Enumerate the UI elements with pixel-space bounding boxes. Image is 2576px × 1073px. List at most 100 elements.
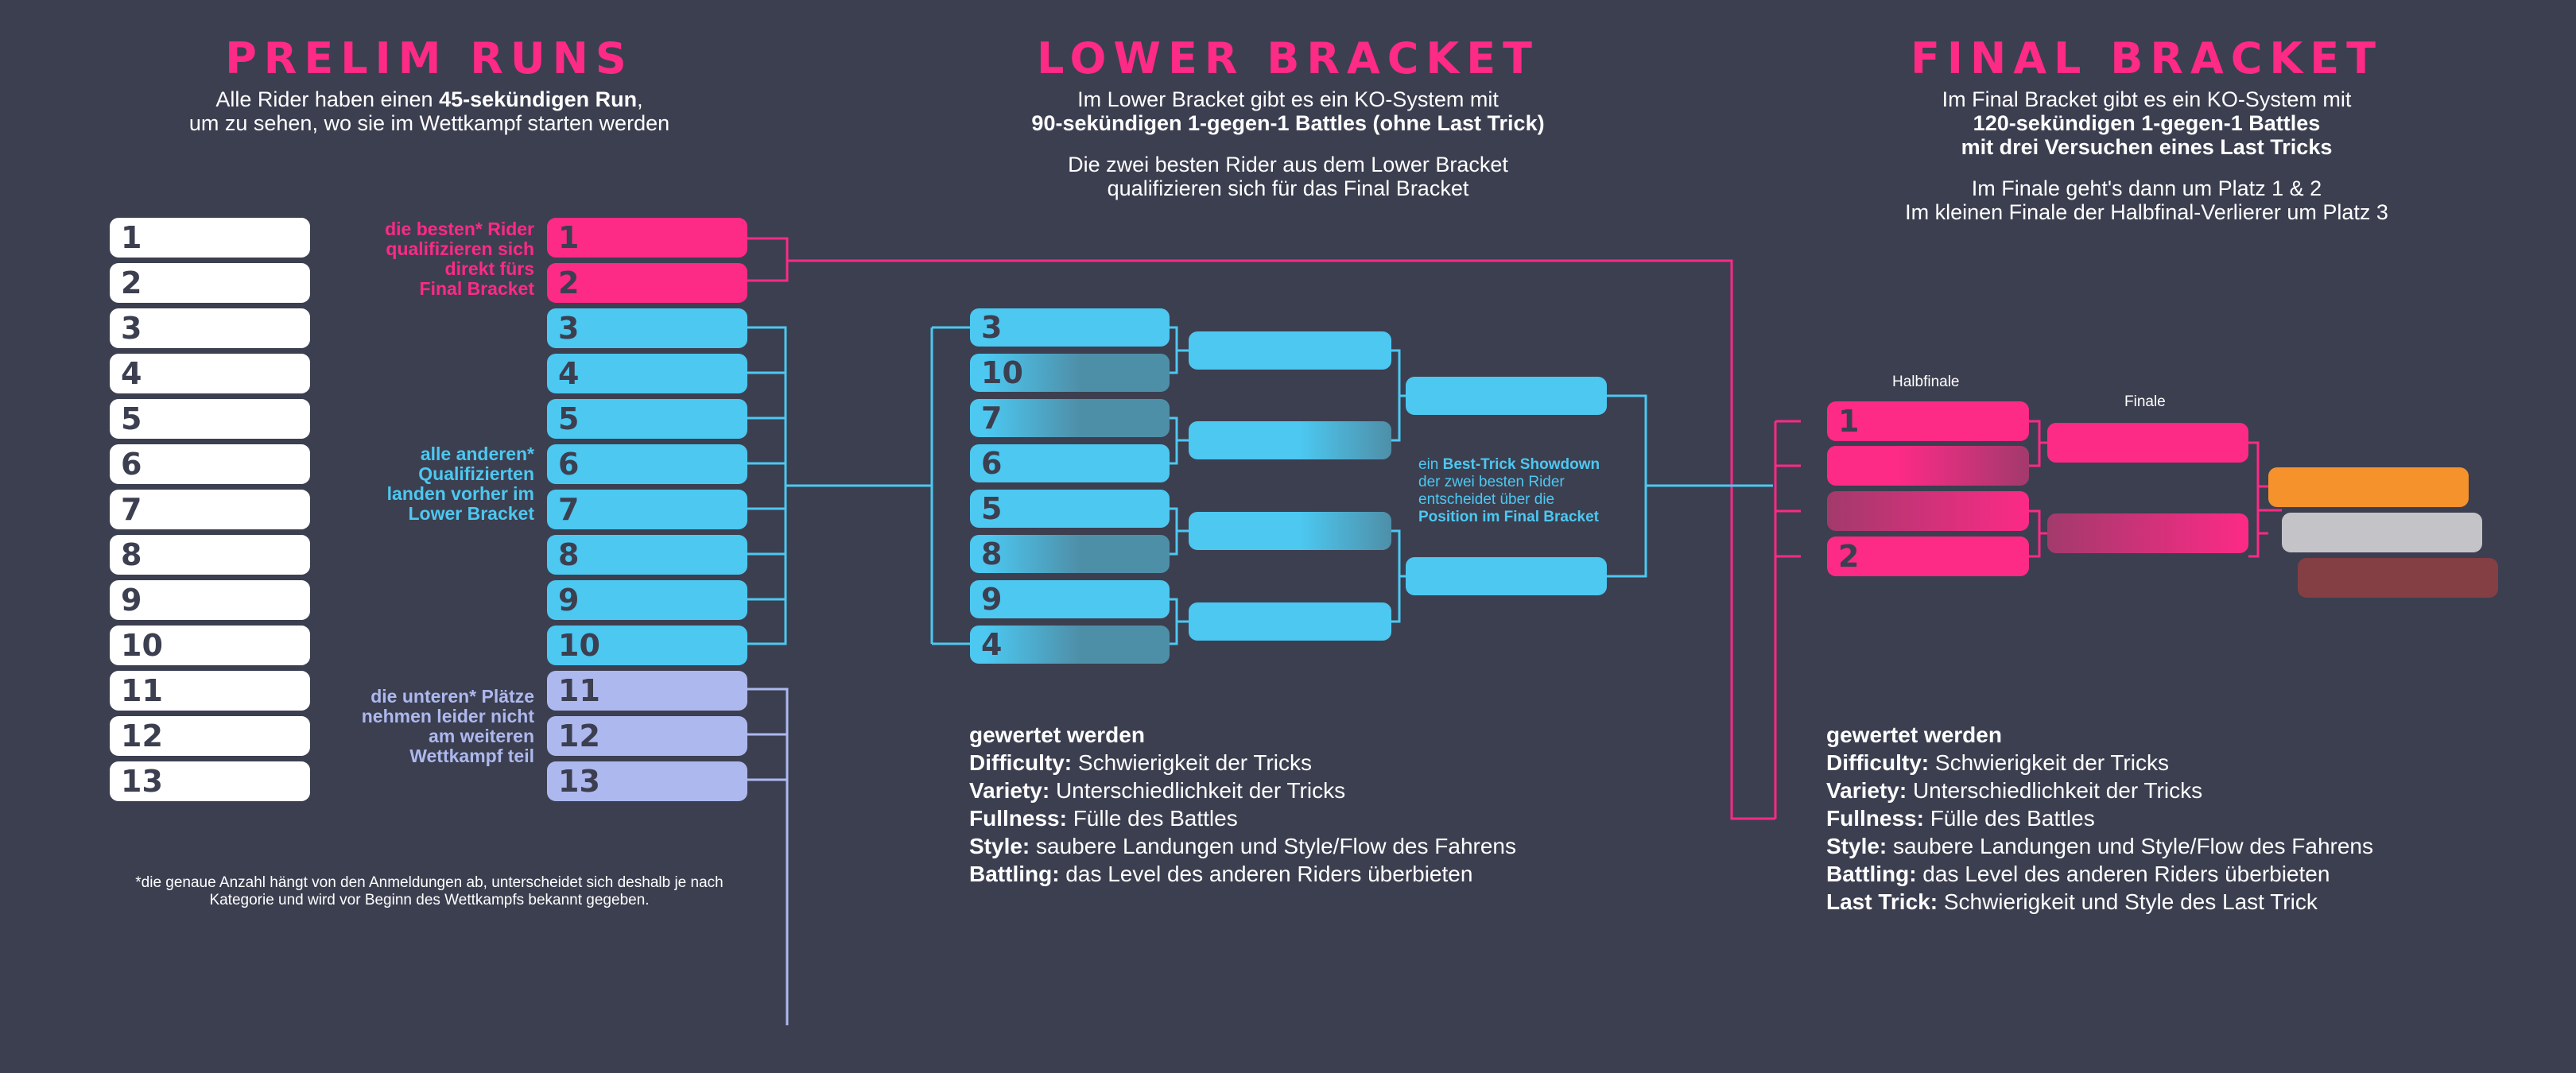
- final-desc-line2: 120-sekündigen 1-gegen-1 Battles: [1973, 111, 2321, 135]
- final-semi-box: [1827, 446, 2029, 486]
- qualified-box: 13: [547, 761, 747, 801]
- showdown-line3: entscheidet über die: [1418, 491, 1555, 508]
- lower-desc-line4: qualifizieren sich für das Final Bracket: [1107, 176, 1469, 200]
- label-line: die besten* Rider: [385, 219, 534, 239]
- criteria-value: saubere Landungen und Style/Flow des Fah…: [1030, 834, 1516, 858]
- criteria-key: Fullness:: [969, 806, 1067, 831]
- prelim-title: PRELIM RUNS: [225, 33, 634, 83]
- criteria-value: saubere Landungen und Style/Flow des Fah…: [1887, 834, 2373, 858]
- showdown-a: ein: [1418, 456, 1443, 473]
- final-desc-line3: mit drei Versuchen eines Last Tricks: [1961, 135, 2333, 159]
- qualified-box: 9: [547, 580, 747, 620]
- label-lower-places: die unteren* Plätze nehmen leider nicht …: [302, 687, 534, 766]
- rank-box: 13: [110, 761, 310, 801]
- qualified-box: 3: [547, 308, 747, 348]
- rank-box: 4: [110, 354, 310, 393]
- criteria-value: Fülle des Battles: [1066, 806, 1238, 831]
- lower-desc-line1: Im Lower Bracket gibt es ein KO-System m…: [1077, 87, 1499, 111]
- label-other-riders: alle anderen* Qualifizierten landen vorh…: [302, 444, 534, 524]
- lower-criteria: gewertet werden Difficulty: Schwierigkei…: [969, 721, 1516, 888]
- lower-title: LOWER BRACKET: [1037, 33, 1539, 83]
- criteria-value: Schwierigkeit der Tricks: [1072, 750, 1312, 775]
- best-trick-showdown-text: ein Best-Trick Showdown der zwei besten …: [1418, 456, 1600, 526]
- qualified-box: 2: [547, 263, 747, 303]
- criteria-value: Schwierigkeit und Style des Last Trick: [1938, 889, 2318, 914]
- criteria-key: Fullness:: [1826, 806, 1924, 831]
- final-desc-line4: Im Finale geht's dann um Platz 1 & 2: [1971, 176, 2322, 200]
- podium-bronze-box: [2298, 558, 2498, 598]
- criteria-key: Variety:: [1826, 778, 1907, 803]
- criteria-key: Battling:: [1826, 862, 1917, 886]
- rank-box: 11: [110, 671, 310, 711]
- rank-box: 8: [110, 535, 310, 575]
- prelim-desc-b: 45-sekündigen Run: [439, 87, 638, 111]
- final-finale-box: [2047, 423, 2248, 463]
- qualified-box: 5: [547, 399, 747, 439]
- lower-seed-box: 9: [970, 580, 1170, 618]
- criteria-key: Difficulty:: [1826, 750, 1930, 775]
- label-line: direkt fürs: [444, 258, 534, 279]
- prelim-desc-line2: um zu sehen, wo sie im Wettkampf starten…: [188, 111, 670, 135]
- lower-round2-box: [1189, 512, 1391, 550]
- qualified-box: 6: [547, 444, 747, 484]
- final-criteria: gewertet werden Difficulty: Schwierigkei…: [1826, 721, 2373, 916]
- rank-box: 7: [110, 490, 310, 529]
- criteria-value: Schwierigkeit der Tricks: [1929, 750, 2169, 775]
- prelim-description: Alle Rider haben einen 45-sekündigen Run…: [111, 87, 747, 135]
- criteria-value: Unterschiedlichkeit der Tricks: [1049, 778, 1346, 803]
- label-line: Wettkampf teil: [409, 746, 534, 766]
- label-best-riders: die besten* Rider qualifizieren sich dir…: [302, 219, 534, 299]
- final-finale-box: [2047, 513, 2248, 553]
- lower-round2-box: [1189, 602, 1391, 641]
- label-line: qualifizieren sich: [386, 238, 534, 259]
- lower-round3-box: [1406, 557, 1607, 595]
- qualified-box: 12: [547, 716, 747, 756]
- final-title: FINAL BRACKET: [1911, 33, 2383, 83]
- lower-round2-box: [1189, 331, 1391, 370]
- podium-gold-box: [2268, 467, 2469, 507]
- rank-box: 9: [110, 580, 310, 620]
- rank-box: 6: [110, 444, 310, 484]
- footnote: *die genaue Anzahl hängt von den Anmeldu…: [72, 874, 787, 909]
- prelim-desc-a: Alle Rider haben einen: [215, 87, 440, 111]
- final-semi-box: 1: [1827, 401, 2029, 441]
- label-line: Qualifizierten: [418, 463, 534, 484]
- final-description: Im Final Bracket gibt es ein KO-System m…: [1749, 87, 2544, 224]
- label-line: die unteren* Plätze: [370, 686, 534, 707]
- footnote-line: *die genaue Anzahl hängt von den Anmeldu…: [135, 874, 724, 891]
- qualified-box: 10: [547, 626, 747, 665]
- lower-round3-box: [1406, 377, 1607, 415]
- lower-desc-line3: Die zwei besten Rider aus dem Lower Brac…: [1068, 153, 1508, 176]
- label-line: landen vorher im: [386, 483, 534, 504]
- qualified-box: 4: [547, 354, 747, 393]
- criteria-value: Fülle des Battles: [1923, 806, 2095, 831]
- final-desc-line1: Im Final Bracket gibt es ein KO-System m…: [1942, 87, 2352, 111]
- final-semi-box: [1827, 491, 2029, 531]
- showdown-line4: Position im Final Bracket: [1418, 509, 1599, 525]
- lower-description: Im Lower Bracket gibt es ein KO-System m…: [890, 87, 1686, 200]
- rank-box: 12: [110, 716, 310, 756]
- footnote-line: Kategorie und wird vor Beginn des Wettka…: [209, 892, 650, 908]
- finale-label: Finale: [2124, 393, 2166, 410]
- criteria-key: Style:: [1826, 834, 1887, 858]
- lower-seed-box: 6: [970, 444, 1170, 482]
- final-semi-box: 2: [1827, 536, 2029, 576]
- criteria-key: Last Trick:: [1826, 889, 1938, 914]
- showdown-line2: der zwei besten Rider: [1418, 474, 1565, 490]
- prelim-desc-c: ,: [637, 87, 643, 111]
- criteria-key: Difficulty:: [969, 750, 1073, 775]
- qualified-box: 8: [547, 535, 747, 575]
- halbfinale-label: Halbfinale: [1892, 374, 1960, 390]
- rank-box: 3: [110, 308, 310, 348]
- qualified-box: 1: [547, 218, 747, 258]
- lower-round2-box: [1189, 421, 1391, 459]
- label-line: alle anderen*: [420, 444, 534, 464]
- lower-seed-box: 3: [970, 308, 1170, 347]
- showdown-b: Best-Trick Showdown: [1442, 456, 1600, 473]
- lower-desc-line2: 90-sekündigen 1-gegen-1 Battles (ohne La…: [1031, 111, 1545, 135]
- final-desc-line5: Im kleinen Finale der Halbfinal-Verliere…: [1905, 200, 2388, 224]
- criteria-value: das Level des anderen Riders überbieten: [1059, 862, 1473, 886]
- label-line: nehmen leider nicht: [361, 706, 534, 726]
- podium-silver-box: [2282, 513, 2482, 552]
